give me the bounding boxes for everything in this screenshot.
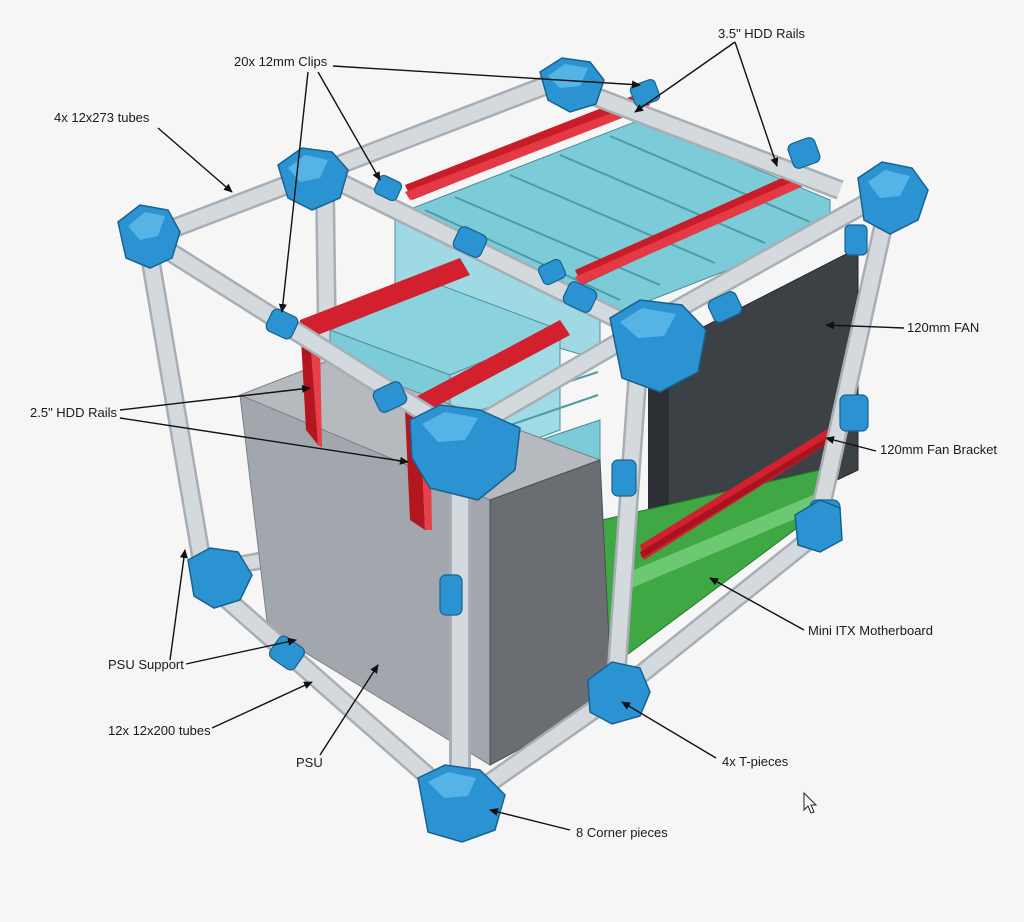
label-psu-support: PSU Support (108, 657, 184, 672)
label-hdd35-rails: 3.5" HDD Rails (718, 26, 805, 41)
label-tubes-200: 12x 12x200 tubes (108, 723, 211, 738)
label-fan: 120mm FAN (907, 320, 980, 335)
corner-piece-highlights (128, 64, 910, 798)
label-corners: 8 Corner pieces (576, 825, 668, 840)
label-hdd25-rails: 2.5" HDD Rails (30, 405, 117, 420)
clips (265, 79, 869, 671)
label-motherboard: Mini ITX Motherboard (808, 623, 933, 638)
fan-bracket (640, 420, 846, 560)
label-tubes-273: 4x 12x273 tubes (54, 110, 150, 125)
front-tubes (138, 75, 900, 809)
label-clips: 20x 12mm Clips (234, 54, 328, 69)
hdd-35-rails (405, 93, 810, 285)
mouse-pointer-icon (803, 791, 818, 814)
label-tpieces: 4x T-pieces (722, 754, 789, 769)
leader-arrows (119, 41, 905, 831)
t-pieces (587, 499, 843, 725)
label-fan-bracket: 120mm Fan Bracket (880, 442, 998, 457)
label-psu: PSU (296, 755, 323, 770)
